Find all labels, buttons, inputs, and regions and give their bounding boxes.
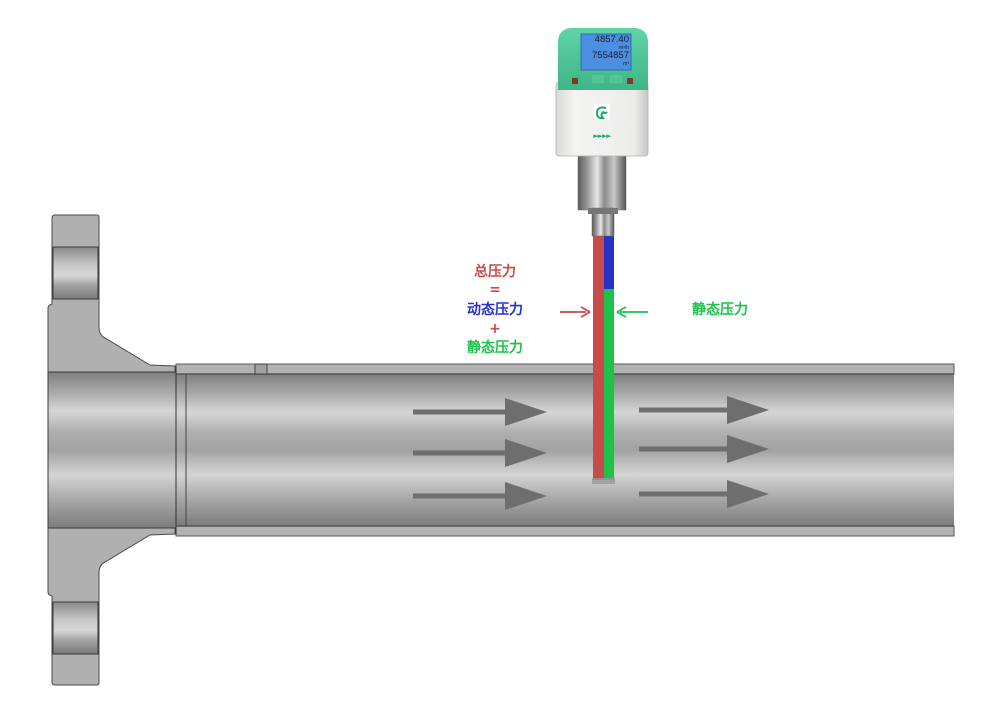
sensor-housing	[555, 28, 649, 157]
pipe-flange	[47, 214, 177, 686]
lcd-screen	[580, 33, 632, 71]
flow-arrow-left-2-icon	[413, 439, 547, 467]
flow-arrow-right-3-icon	[639, 480, 769, 508]
flow-arrows	[413, 396, 769, 510]
total-pressure-channel	[593, 235, 604, 480]
sensor-stem	[577, 154, 627, 237]
plus-sign: +	[489, 321, 501, 337]
flow-arrow-left-3-icon	[413, 482, 547, 510]
lcd-total-value: 7554857	[592, 50, 629, 61]
pipe-body	[175, 363, 955, 537]
lcd-flow-unit: m³/h	[619, 45, 629, 51]
static-pressure-label: 静态压力	[467, 340, 523, 356]
dynamic-pressure-channel	[604, 235, 614, 289]
dynamic-pressure-label: 动态压力	[467, 302, 523, 318]
flow-indicator-icon: ►►►►	[593, 132, 612, 140]
total-pressure-label: 总压力	[474, 264, 516, 280]
button-enter	[608, 73, 624, 85]
flow-arrow-left-1-icon	[413, 398, 547, 426]
probe-rod	[592, 235, 615, 484]
static-pressure-channel	[604, 289, 614, 480]
flow-arrow-right-1-icon	[639, 396, 769, 424]
cs-logo-icon	[594, 104, 610, 120]
lcd-total-unit: m³	[623, 61, 629, 67]
lcd-flow-value: 4857.40	[594, 34, 629, 45]
equals-sign: =	[489, 282, 501, 298]
button-up	[590, 73, 606, 85]
static-pressure-side-label: 静态压力	[692, 302, 748, 318]
flow-arrow-right-2-icon	[639, 435, 769, 463]
